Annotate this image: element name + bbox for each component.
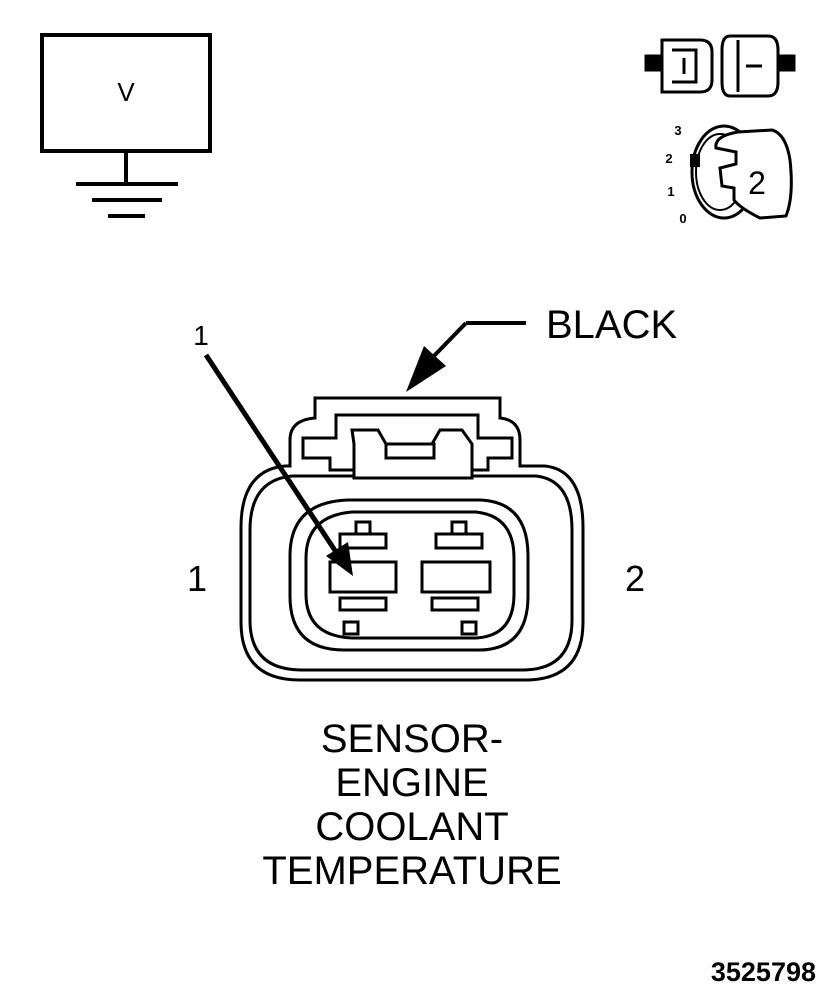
color-callout: BLACK bbox=[406, 303, 677, 392]
title-line-1: SENSOR- bbox=[321, 717, 503, 761]
connector-disconnected-icon bbox=[644, 34, 796, 98]
key-position-marker bbox=[690, 154, 700, 167]
title-line-2: ENGINE bbox=[335, 761, 488, 805]
figure-number: 3525798 bbox=[711, 957, 816, 987]
cavity-label-1: 1 bbox=[187, 558, 207, 599]
component-title: SENSOR- ENGINE COOLANT TEMPERATURE bbox=[262, 717, 561, 893]
key-mark-0: 0 bbox=[679, 211, 686, 226]
terminal-2 bbox=[420, 520, 492, 636]
key-mark-3: 3 bbox=[674, 123, 681, 138]
pin-1-callout: 1 bbox=[193, 320, 353, 576]
connector-latch bbox=[301, 413, 514, 472]
cavity-surround bbox=[288, 498, 530, 652]
voltmeter-label: V bbox=[117, 77, 135, 107]
pin-callout-number: 1 bbox=[193, 320, 209, 351]
color-callout-arrow bbox=[406, 346, 446, 392]
pin-callout-arrow bbox=[326, 542, 353, 576]
voltmeter-ground-icon: V bbox=[40, 33, 212, 218]
connector-color-label: BLACK bbox=[546, 303, 677, 347]
title-line-3: COOLANT bbox=[315, 805, 508, 849]
ignition-key-icon: 3 2 1 0 2 bbox=[665, 123, 793, 226]
key-mark-1: 1 bbox=[667, 184, 674, 199]
key-position-selected: 2 bbox=[748, 165, 766, 201]
cavity-label-2: 2 bbox=[625, 558, 645, 599]
key-mark-2: 2 bbox=[665, 151, 672, 166]
connector-face bbox=[239, 396, 585, 682]
terminal-1 bbox=[328, 520, 398, 636]
connector-outer-shell bbox=[239, 396, 585, 682]
title-line-4: TEMPERATURE bbox=[262, 849, 561, 893]
